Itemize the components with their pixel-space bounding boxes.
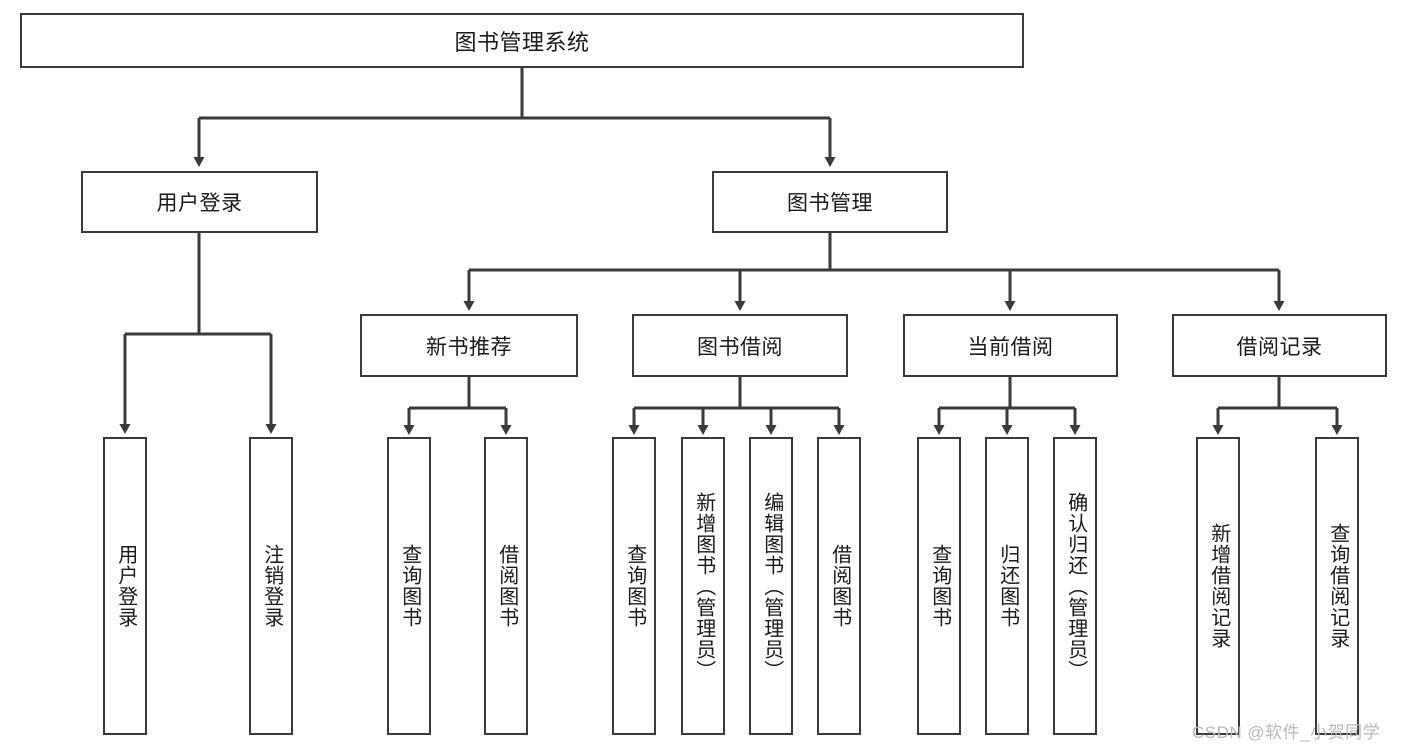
- leaf-query-book-3[interactable]: 查询图书: [917, 437, 961, 735]
- leaf-label: 查询图书: [928, 544, 951, 628]
- leaf-confirm-return-admin[interactable]: 确认归还（管理员）: [1053, 437, 1097, 735]
- leaf-query-borrow-record[interactable]: 查询借阅记录: [1315, 437, 1359, 735]
- leaf-label: 新增借阅记录: [1207, 523, 1230, 649]
- leaf-user-logout[interactable]: 注销登录: [249, 437, 293, 735]
- node-user-login[interactable]: 用户登录: [81, 171, 318, 233]
- leaf-label: 借阅图书: [495, 544, 518, 628]
- leaf-return-book[interactable]: 归还图书: [985, 437, 1029, 735]
- leaf-label: 新增图书（管理员）: [692, 491, 715, 681]
- node-current-borrow[interactable]: 当前借阅: [903, 314, 1118, 377]
- leaf-label: 查询图书: [623, 544, 646, 628]
- leaf-query-book-1[interactable]: 查询图书: [387, 437, 431, 735]
- leaf-label: 归还图书: [996, 544, 1019, 628]
- leaf-label: 编辑图书（管理员）: [760, 491, 783, 681]
- node-book-borrow[interactable]: 图书借阅: [632, 314, 848, 377]
- node-user-login-label: 用户登录: [156, 192, 243, 215]
- node-root[interactable]: 图书管理系统: [20, 13, 1024, 68]
- leaf-borrow-book-2[interactable]: 借阅图书: [817, 437, 861, 735]
- leaf-add-book-admin[interactable]: 新增图书（管理员）: [681, 437, 725, 735]
- leaf-label: 注销登录: [260, 544, 283, 628]
- node-book-borrow-label: 图书借阅: [697, 335, 783, 359]
- node-root-label: 图书管理系统: [454, 29, 590, 55]
- node-current-borrow-label: 当前借阅: [967, 335, 1054, 359]
- node-book-manage-label: 图书管理: [787, 192, 873, 215]
- leaf-label: 查询借阅记录: [1326, 523, 1349, 649]
- leaf-label: 借阅图书: [828, 544, 851, 628]
- leaf-edit-book-admin[interactable]: 编辑图书（管理员）: [749, 437, 793, 735]
- leaf-label: 查询图书: [398, 544, 421, 628]
- node-borrow-record[interactable]: 借阅记录: [1172, 314, 1387, 377]
- node-new-book-recommend[interactable]: 新书推荐: [360, 314, 578, 377]
- leaf-label: 用户登录: [114, 544, 137, 628]
- leaf-label: 确认归还（管理员）: [1064, 491, 1087, 681]
- node-borrow-record-label: 借阅记录: [1236, 335, 1323, 359]
- csdn-watermark: CSDN @软件_小贺同学: [1192, 723, 1381, 742]
- leaf-query-book-2[interactable]: 查询图书: [612, 437, 656, 735]
- node-book-manage[interactable]: 图书管理: [712, 171, 948, 233]
- leaf-user-login[interactable]: 用户登录: [103, 437, 147, 735]
- node-new-book-recommend-label: 新书推荐: [426, 335, 512, 359]
- leaf-borrow-book-1[interactable]: 借阅图书: [484, 437, 528, 735]
- leaf-add-borrow-record[interactable]: 新增借阅记录: [1196, 437, 1240, 735]
